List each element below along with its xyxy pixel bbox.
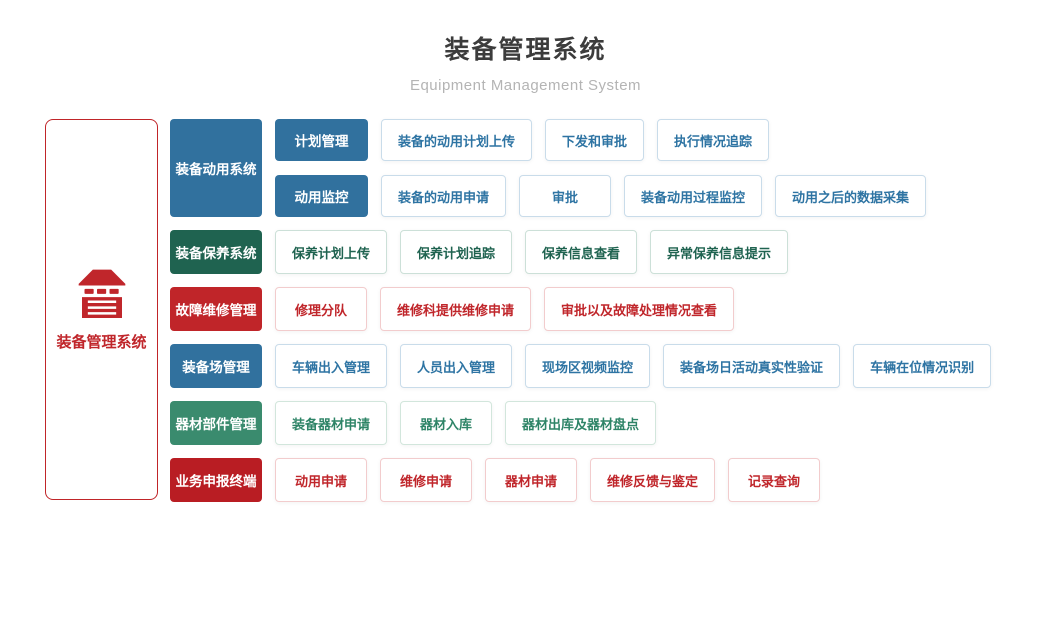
warehouse-icon	[75, 268, 129, 318]
item-use-process-monitoring: 装备动用过程监控	[624, 175, 763, 217]
subcategory-use-monitoring: 动用监控	[275, 175, 368, 217]
page-subtitle: Equipment Management System	[409, 77, 642, 94]
item-use-application-terminal: 动用申请	[275, 458, 367, 502]
item-approval: 审批	[519, 175, 612, 217]
category-equipment-yard-management: 装备场管理	[170, 344, 262, 388]
item-material-application: 器材申请	[485, 458, 577, 502]
item-maintenance-plan-upload: 保养计划上传	[275, 230, 388, 274]
row-maintenance-system: 装备保养系统 保养计划上传 保养计划追踪 保养信息查看 异常保养信息提示	[170, 230, 991, 274]
row-business-application-terminal: 业务申报终端 动用申请 维修申请 器材申请 维修反馈与鉴定 记录查询	[170, 458, 991, 502]
item-use-application: 装备的动用申请	[381, 175, 507, 217]
diagram: 装备管理系统 装备动用系统 计划管理 装备的动用计划上传 下发和审批 执行情况追…	[45, 119, 1051, 502]
item-daily-activity-verification: 装备场日活动真实性验证	[663, 344, 841, 388]
subrow-plan-management: 计划管理 装备的动用计划上传 下发和审批 执行情况追踪	[275, 119, 926, 161]
item-execution-tracking: 执行情况追踪	[657, 119, 770, 161]
item-repair-feedback-appraisal: 维修反馈与鉴定	[590, 458, 716, 502]
root-system-box: 装备管理系统	[45, 119, 158, 500]
item-approval-fault-status-view: 审批以及故障处理情况查看	[544, 287, 735, 331]
item-issue-and-approval: 下发和审批	[545, 119, 645, 161]
category-equipment-use-system: 装备动用系统	[170, 119, 262, 217]
item-equipment-material-application: 装备器材申请	[275, 401, 388, 445]
subrow-use-monitoring: 动用监控 装备的动用申请 审批 装备动用过程监控 动用之后的数据采集	[275, 175, 927, 217]
item-maintenance-plan-tracking: 保养计划追踪	[400, 230, 513, 274]
row-equipment-yard-management: 装备场管理 车辆出入管理 人员出入管理 现场区视频监控 装备场日活动真实性验证 …	[170, 344, 992, 388]
item-repair-team: 修理分队	[275, 287, 367, 331]
item-maintenance-info-view: 保养信息查看	[525, 230, 638, 274]
item-material-outbound-inventory: 器材出库及器材盘点	[505, 401, 657, 445]
item-repair-application: 维修申请	[380, 458, 472, 502]
row-equipment-parts-management: 器材部件管理 装备器材申请 器材入库 器材出库及器材盘点	[170, 401, 991, 445]
category-fault-repair-management: 故障维修管理	[170, 287, 262, 331]
item-vehicle-access-management: 车辆出入管理	[275, 344, 388, 388]
category-maintenance-system: 装备保养系统	[170, 230, 262, 274]
item-use-plan-upload: 装备的动用计划上传	[381, 119, 533, 161]
equipment-use-subrows: 计划管理 装备的动用计划上传 下发和审批 执行情况追踪 动用监控 装备的动用申请…	[275, 119, 927, 217]
row-equipment-use-system: 装备动用系统 计划管理 装备的动用计划上传 下发和审批 执行情况追踪 动用监控 …	[170, 119, 991, 217]
page-title: 装备管理系统	[444, 36, 607, 64]
section-rows: 装备动用系统 计划管理 装备的动用计划上传 下发和审批 执行情况追踪 动用监控 …	[170, 119, 992, 502]
item-personnel-access-management: 人员出入管理	[400, 344, 513, 388]
category-business-application-terminal: 业务申报终端	[170, 458, 262, 502]
page-header: 装备管理系统 Equipment Management System	[0, 0, 1051, 94]
root-system-label: 装备管理系统	[56, 333, 147, 351]
category-equipment-parts-management: 器材部件管理	[170, 401, 262, 445]
item-site-video-monitoring: 现场区视频监控	[525, 344, 651, 388]
item-vehicle-presence-recognition: 车辆在位情况识别	[853, 344, 992, 388]
item-post-use-data-collection: 动用之后的数据采集	[775, 175, 927, 217]
subcategory-plan-management: 计划管理	[275, 119, 368, 161]
row-fault-repair-management: 故障维修管理 修理分队 维修科提供维修申请 审批以及故障处理情况查看	[170, 287, 991, 331]
item-material-inbound: 器材入库	[400, 401, 493, 445]
item-abnormal-maintenance-alert: 异常保养信息提示	[650, 230, 789, 274]
item-record-query: 记录查询	[728, 458, 821, 502]
item-repair-dept-application: 维修科提供维修申请	[380, 287, 532, 331]
